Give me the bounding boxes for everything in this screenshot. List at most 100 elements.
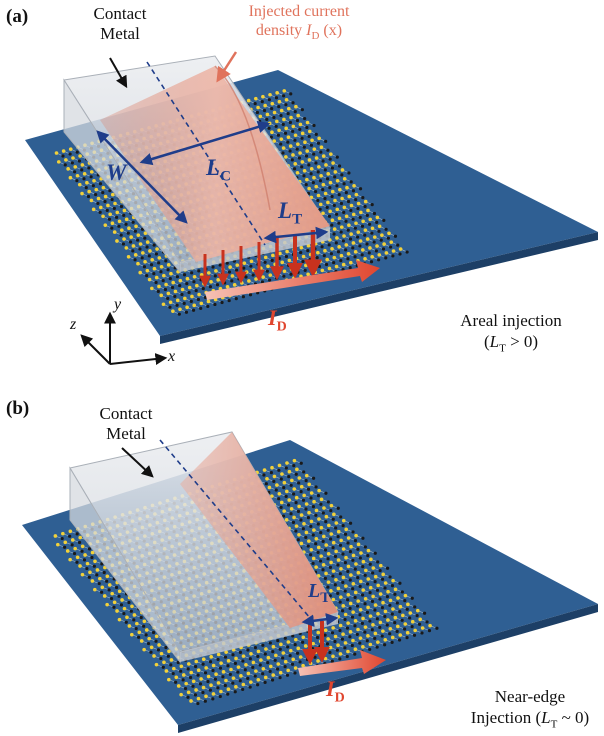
lattice-atom bbox=[305, 177, 309, 182]
lattice-atom bbox=[117, 589, 122, 594]
lattice-atom bbox=[338, 628, 342, 633]
lattice-atom bbox=[136, 233, 141, 237]
lattice-atom bbox=[349, 544, 353, 549]
lattice-atom bbox=[415, 614, 419, 618]
lattice-atom bbox=[341, 524, 345, 528]
lattice-atom bbox=[201, 287, 205, 291]
lattice-atom bbox=[90, 555, 94, 560]
contact-metal-label-b-line2: Metal bbox=[106, 424, 146, 443]
lattice-atom bbox=[103, 199, 107, 204]
lattice-atom bbox=[300, 131, 305, 136]
lattice-atom bbox=[201, 662, 205, 666]
lattice-atom bbox=[339, 225, 344, 229]
lattice-atom bbox=[238, 650, 243, 654]
lattice-atom bbox=[378, 592, 383, 596]
lattice-atom bbox=[191, 679, 196, 684]
lattice-atom bbox=[279, 142, 283, 146]
lattice-atom bbox=[278, 647, 282, 651]
lattice-atom bbox=[143, 236, 147, 240]
lattice-atom bbox=[344, 243, 349, 247]
lattice-atom bbox=[361, 536, 365, 540]
lattice-atom bbox=[157, 261, 161, 265]
lattice-atom bbox=[354, 562, 358, 566]
lattice-atom bbox=[328, 645, 333, 650]
lattice-atom bbox=[412, 633, 417, 637]
lattice-atom bbox=[125, 615, 129, 620]
lattice-atom bbox=[388, 603, 392, 607]
lattice-atom bbox=[309, 547, 314, 552]
lattice-atom bbox=[334, 526, 338, 530]
lattice-atom bbox=[261, 666, 266, 671]
lattice-atom bbox=[68, 534, 72, 538]
lattice-atom bbox=[360, 621, 364, 625]
lattice-atom bbox=[110, 591, 114, 596]
panel-b-label: (b) bbox=[6, 398, 30, 419]
lattice-atom bbox=[353, 595, 357, 599]
lattice-atom bbox=[110, 197, 114, 202]
lattice-atom bbox=[395, 624, 400, 629]
lattice-atom bbox=[415, 608, 420, 613]
lattice-atom bbox=[301, 640, 305, 644]
lattice-atom bbox=[107, 217, 112, 221]
lattice-atom bbox=[314, 132, 318, 136]
lattice-atom bbox=[293, 671, 297, 675]
lattice-atom bbox=[361, 588, 366, 592]
lattice-atom bbox=[363, 596, 368, 601]
lattice-atom bbox=[377, 253, 382, 257]
lattice-atom bbox=[283, 659, 288, 664]
lattice-atom bbox=[175, 298, 180, 303]
lattice-atom bbox=[142, 619, 147, 624]
lattice-atom bbox=[190, 271, 194, 275]
lattice-atom bbox=[140, 256, 144, 260]
lattice-atom bbox=[299, 541, 304, 546]
lattice-atom bbox=[179, 669, 183, 673]
lattice-atom bbox=[270, 678, 275, 682]
lattice-atom bbox=[375, 244, 379, 248]
lattice-atom bbox=[157, 256, 162, 260]
coordinate-axes bbox=[80, 311, 168, 366]
lattice-atom bbox=[292, 458, 297, 463]
lattice-atom bbox=[75, 560, 79, 564]
lattice-atom bbox=[184, 681, 188, 686]
lattice-atom bbox=[279, 500, 284, 505]
lattice-atom bbox=[337, 245, 341, 249]
lattice-atom bbox=[314, 161, 318, 165]
substrate-a-edge bbox=[160, 232, 598, 344]
lattice-atom bbox=[186, 667, 190, 671]
caption-b-line1: Near-edge bbox=[494, 687, 566, 706]
lattice-atom bbox=[319, 173, 323, 178]
lattice-atom bbox=[348, 630, 353, 634]
lattice-atom bbox=[368, 642, 373, 647]
lattice-atom bbox=[244, 270, 249, 274]
lattice-atom bbox=[331, 626, 335, 630]
lattice-atom bbox=[274, 653, 278, 658]
lattice-atom bbox=[326, 172, 331, 176]
lattice-atom bbox=[375, 215, 380, 220]
lattice-atom bbox=[242, 266, 246, 270]
lattice-atom bbox=[80, 168, 84, 172]
lattice-atom bbox=[330, 189, 335, 194]
lattice-atom bbox=[208, 285, 212, 289]
lattice-atom bbox=[181, 673, 186, 677]
lattice-atom bbox=[226, 664, 230, 668]
lattice-atom bbox=[290, 662, 295, 666]
lattice-atom bbox=[73, 546, 77, 551]
lattice-atom bbox=[403, 622, 408, 626]
lattice-atom bbox=[161, 665, 165, 669]
lattice-atom bbox=[221, 675, 225, 679]
lattice-atom bbox=[391, 578, 395, 583]
lattice-atom bbox=[405, 250, 409, 254]
lattice-atom bbox=[72, 170, 77, 174]
lattice-atom bbox=[103, 223, 108, 227]
lattice-atom bbox=[336, 563, 340, 567]
lattice-atom bbox=[304, 263, 308, 268]
lattice-atom bbox=[381, 572, 385, 577]
lattice-atom bbox=[89, 175, 93, 179]
lattice-atom bbox=[162, 273, 166, 278]
lattice-atom bbox=[385, 595, 390, 599]
lattice-atom bbox=[142, 265, 147, 269]
lattice-atom bbox=[321, 562, 326, 567]
lattice-atom bbox=[388, 632, 392, 636]
lattice-atom bbox=[334, 577, 338, 582]
lattice-atom bbox=[330, 659, 334, 663]
